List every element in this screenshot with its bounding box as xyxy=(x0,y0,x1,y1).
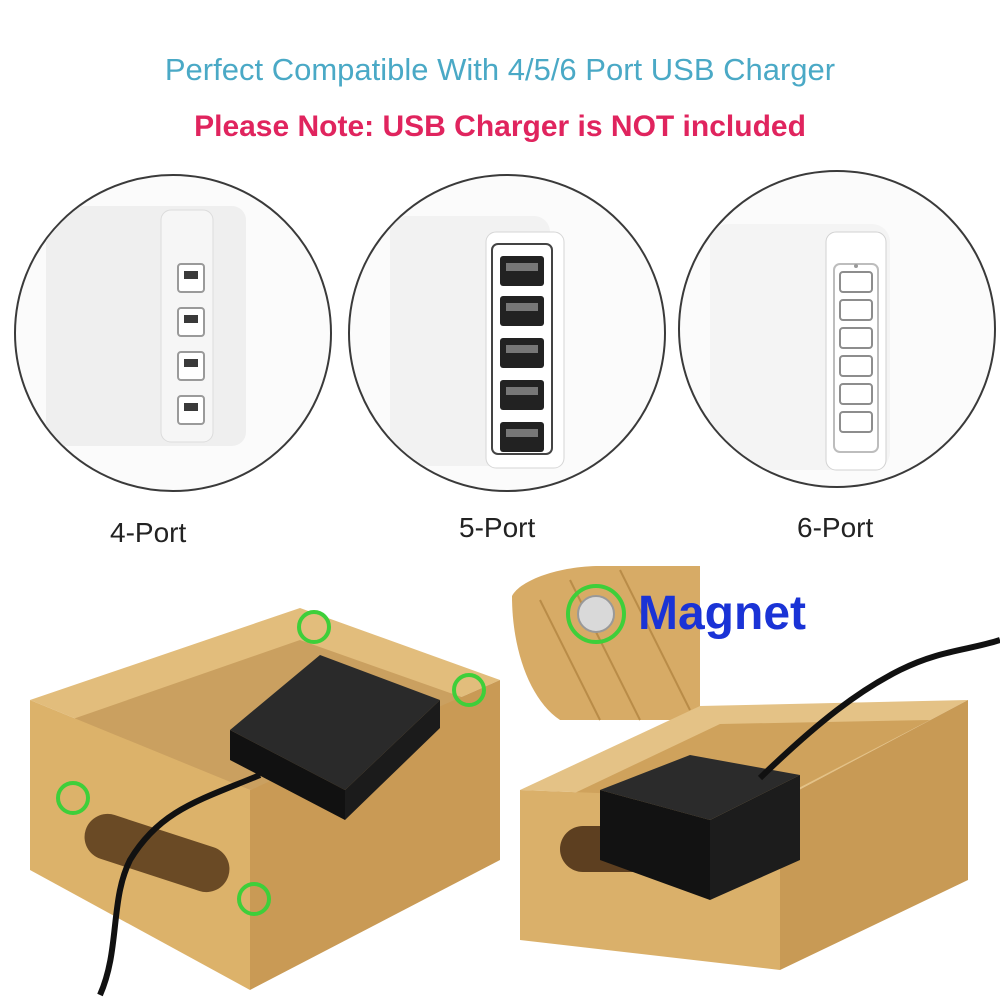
five-port-label: 5-Port xyxy=(459,512,536,543)
four-port-charger-circle xyxy=(14,174,332,492)
four-port-label: 4-Port xyxy=(110,517,187,548)
six-port-charger-circle xyxy=(678,170,996,488)
six-port-label: 6-Port xyxy=(797,512,874,543)
five-port-charger-image xyxy=(390,216,565,469)
not-included-note: Please Note: USB Charger is NOT included xyxy=(194,110,806,143)
left-bamboo-box xyxy=(30,608,500,997)
five-port-charger-circle xyxy=(348,174,666,492)
right-bamboo-box xyxy=(520,637,1000,970)
four-port-charger-image xyxy=(46,206,246,446)
magnet-label: Magnet xyxy=(638,587,806,640)
compatibility-headline: Perfect Compatible With 4/5/6 Port USB C… xyxy=(164,52,836,87)
six-port-charger-image xyxy=(710,224,890,471)
